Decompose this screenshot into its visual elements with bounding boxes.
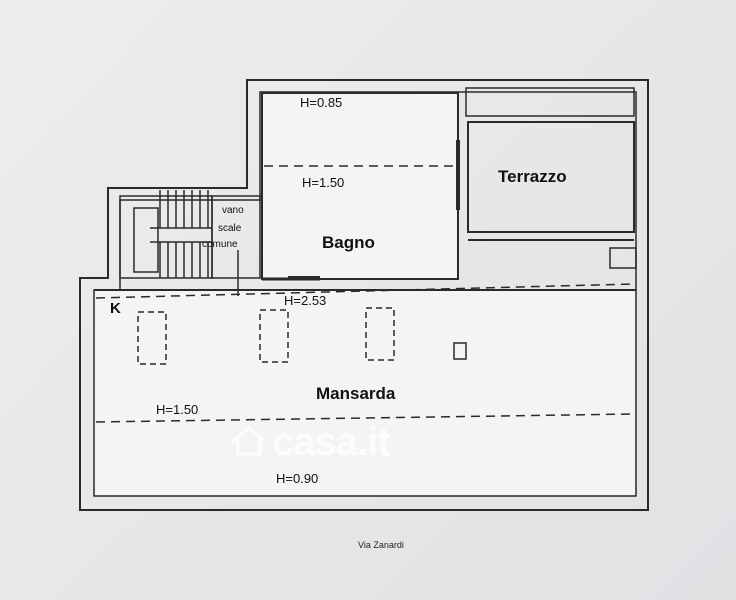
street-label: Via Zanardi	[358, 540, 404, 550]
marker-k: K	[110, 300, 121, 317]
bagno-height-top: H=0.85	[300, 95, 343, 110]
watermark-text: casa.it	[272, 420, 391, 464]
mansarda-height-mid: H=1.50	[156, 402, 199, 417]
bagno-floor	[262, 93, 458, 279]
outer-wall	[79, 79, 649, 511]
mansarda-floor	[95, 291, 635, 495]
chimney-box	[453, 342, 467, 360]
terrazzo-room	[467, 121, 635, 233]
terrazzo-step	[609, 247, 637, 269]
mansarda-height-bottom: H=0.90	[276, 471, 319, 486]
mansarda-height-top: H=2.53	[284, 293, 327, 308]
bagno-label: Bagno	[322, 233, 375, 252]
comune-label: comune	[202, 239, 238, 250]
house-icon	[232, 426, 266, 456]
scale-label: scale	[218, 223, 242, 234]
stair-core	[133, 207, 159, 273]
bagno-height-mid: H=1.50	[302, 175, 345, 190]
stair-treads	[150, 190, 212, 278]
vano-scale-box	[211, 195, 261, 279]
mansarda-label: Mansarda	[316, 384, 396, 403]
skylight-1	[137, 311, 167, 365]
skylight-3	[365, 307, 395, 361]
terrazzo-top-strip	[465, 87, 635, 117]
vano-label: vano	[222, 205, 244, 216]
terrazzo-label: Terrazzo	[498, 167, 567, 186]
skylight-2	[259, 309, 289, 363]
